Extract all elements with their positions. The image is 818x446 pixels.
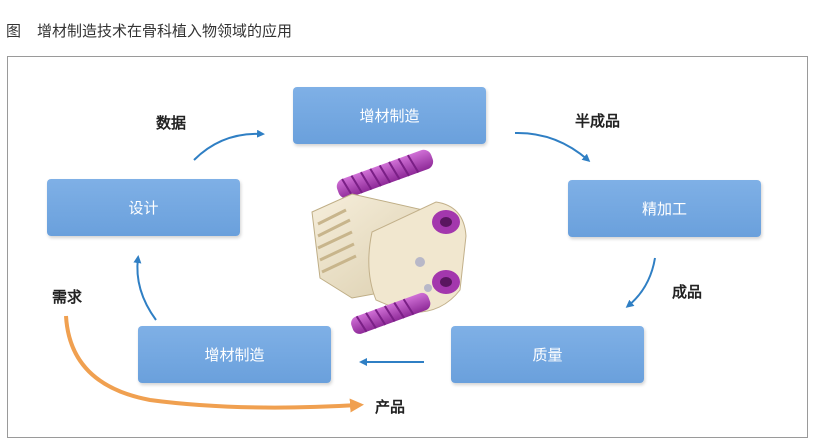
arrow-design-to-am <box>193 129 265 161</box>
label-finished-product: 成品 <box>672 283 703 301</box>
box-additive-manufacturing-bottom: 增材制造 <box>138 326 331 383</box>
figure-title: 增材制造技术在骨科植入物领域的应用 <box>37 22 293 40</box>
box-design: 设计 <box>47 179 240 236</box>
box-finishing: 精加工 <box>568 180 761 237</box>
label-demand: 需求 <box>52 288 83 306</box>
label-product: 产品 <box>375 398 406 416</box>
spinal-implant-illustration <box>311 149 467 334</box>
arrow-demand-to-product <box>64 315 364 413</box>
arrow-am-to-design <box>133 255 157 321</box>
label-data: 数据 <box>156 114 187 132</box>
box-quality: 质量 <box>451 326 644 383</box>
box-additive-manufacturing-top: 增材制造 <box>293 87 486 144</box>
arrow-am-to-finishing <box>514 131 591 162</box>
figure-caption: 图增材制造技术在骨科植入物领域的应用 <box>6 20 292 41</box>
label-semi-finished: 半成品 <box>575 112 621 130</box>
arrow-finishing-to-quality <box>625 257 656 308</box>
figure-label: 图 <box>6 22 22 40</box>
